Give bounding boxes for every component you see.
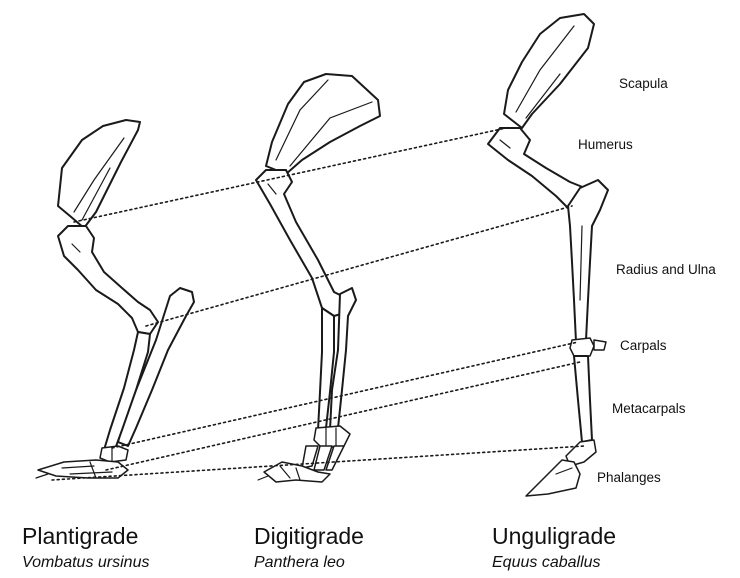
unguligrade-radius-ulna [568,180,608,342]
caption-equus-caballus: Equus caballus [492,555,601,571]
plantigrade-humerus [58,226,158,334]
caption-panthera-leo: Panthera leo [254,555,345,571]
caption-unguligrade: Unguligrade [492,525,616,548]
unguligrade-hoof [526,460,580,496]
plantigrade-carpals [100,446,128,462]
label-humerus: Humerus [578,138,633,152]
caption-digitigrade: Digitigrade [254,525,364,548]
digitigrade-carpals [314,426,350,448]
label-radius-ulna: Radius and Ulna [616,263,716,277]
caption-vombatus-ursinus: Vombatus ursinus [22,555,149,571]
unguligrade-scapula [504,14,594,128]
guide-elbow-joint [146,206,572,326]
caption-plantigrade: Plantigrade [22,525,138,548]
label-scapula: Scapula [619,77,668,91]
unguligrade-carpals [570,338,594,356]
label-carpals: Carpals [620,339,667,353]
unguligrade-metacarpal [574,356,592,442]
unguligrade-limb [488,14,608,496]
plantigrade-limb [36,120,194,478]
label-phalanges: Phalanges [597,471,661,485]
label-metacarpals: Metacarpals [612,402,686,416]
digitigrade-humerus [256,170,348,316]
